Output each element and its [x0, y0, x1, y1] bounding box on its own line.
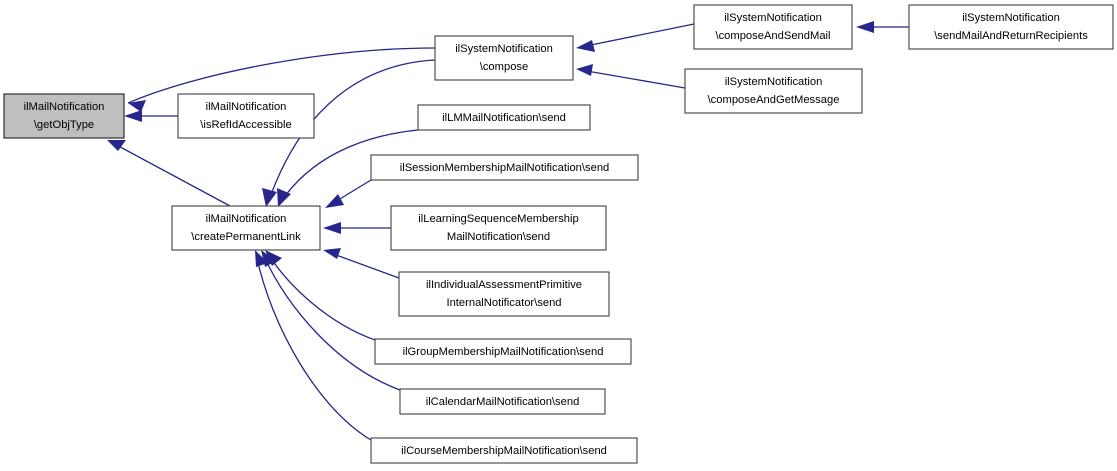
- node-label-line1: ilSystemNotification: [725, 76, 823, 88]
- node-label-line1: ilGroupMembershipMailNotification\send: [403, 346, 604, 358]
- node-box[interactable]: [908, 4, 1114, 50]
- node-box[interactable]: [398, 271, 610, 317]
- node-isRefIdAccessible[interactable]: ilMailNotification \isRefIdAccessible: [177, 93, 315, 139]
- node-sendMailAndReturnRecipients[interactable]: ilSystemNotification \sendMailAndReturnRe…: [908, 4, 1114, 50]
- edge-isRefIdAccessible-to-getObjType: [124, 110, 178, 122]
- node-label-line1: ilMailNotification: [206, 101, 287, 113]
- node-compose[interactable]: ilSystemNotification \compose: [434, 35, 574, 81]
- edge-individualAssessmentSend-to-createPermanentLink: [323, 248, 400, 279]
- edge-line: [127, 47, 436, 104]
- node-box[interactable]: [399, 388, 606, 415]
- node-box[interactable]: [417, 104, 591, 131]
- node-label-line1: ilSystemNotification: [455, 43, 553, 55]
- node-box[interactable]: [370, 437, 638, 464]
- node-label-line1: ilSystemNotification: [724, 12, 822, 24]
- node-box[interactable]: [374, 338, 632, 365]
- node-label-line1: ilSystemNotification: [962, 12, 1060, 24]
- node-box[interactable]: [693, 4, 853, 50]
- node-label-line1: ilIndividualAssessmentPrimitive: [426, 279, 582, 291]
- arrowhead-icon: [576, 64, 593, 76]
- edge-composeAndGetMessage-to-compose: [576, 64, 686, 89]
- node-label-line2: \createPermanentLink: [191, 231, 301, 243]
- arrowhead-icon: [325, 194, 344, 208]
- edge-line: [580, 69, 686, 89]
- edge-line: [110, 141, 231, 207]
- node-box[interactable]: [370, 154, 639, 181]
- node-sessionSend[interactable]: ilSessionMembershipMailNotification\send: [370, 154, 639, 181]
- nodes-layer: ilMailNotification\getObjTypeilMailNotif…: [3, 4, 1114, 464]
- edge-line: [327, 251, 400, 279]
- edge-createPermanentLink-to-getObjType: [107, 140, 231, 207]
- arrowhead-icon: [277, 188, 291, 207]
- edge-line: [279, 129, 419, 204]
- node-box[interactable]: [171, 205, 321, 251]
- edge-composeAndSendMail-to-compose: [576, 23, 695, 52]
- edge-sessionSend-to-createPermanentLink: [325, 179, 372, 208]
- node-courseSend[interactable]: ilCourseMembershipMailNotification\send: [370, 437, 638, 464]
- node-groupSend[interactable]: ilGroupMembershipMailNotification\send: [374, 338, 632, 365]
- node-box[interactable]: [390, 205, 607, 251]
- arrowhead-icon: [107, 140, 126, 151]
- node-label-line2: InternalNotificator\send: [446, 297, 561, 309]
- node-learningSequenceSend[interactable]: ilLearningSequenceMembershipMailNotifica…: [390, 205, 607, 251]
- node-label-line1: ilCourseMembershipMailNotification\send: [401, 445, 607, 457]
- edge-lmSend-to-createPermanentLink: [277, 129, 419, 207]
- edge-line: [267, 253, 376, 341]
- node-label-line2: \composeAndSendMail: [715, 30, 830, 42]
- node-label-line2: \sendMailAndReturnRecipients: [934, 30, 1088, 42]
- node-lmSend[interactable]: ilLMMailNotification\send: [417, 104, 591, 131]
- node-label-line1: ilMailNotification: [206, 213, 287, 225]
- arrowhead-icon: [128, 100, 146, 112]
- edge-groupSend-to-createPermanentLink: [265, 250, 376, 341]
- edge-line: [262, 253, 401, 391]
- edge-line: [580, 23, 695, 48]
- node-createPermanentLink[interactable]: ilMailNotification \createPermanentLink: [171, 205, 321, 251]
- node-individualAssessmentSend[interactable]: ilIndividualAssessmentPrimitiveInternalN…: [398, 271, 610, 317]
- arrowhead-icon: [323, 222, 341, 234]
- node-label-line2: \compose: [480, 61, 529, 73]
- node-composeAndSendMail[interactable]: ilSystemNotification \composeAndSendMail: [693, 4, 853, 50]
- arrowhead-icon: [576, 40, 595, 52]
- arrowhead-icon: [856, 21, 874, 33]
- node-label-line2: \getObjType: [34, 119, 94, 131]
- node-label-line1: ilMailNotification: [24, 101, 105, 113]
- node-composeAndGetMessage[interactable]: ilSystemNotification \composeAndGetMessag…: [684, 68, 863, 114]
- edge-learningSequenceSend-to-createPermanentLink: [323, 222, 391, 234]
- edge-courseSend-to-createPermanentLink: [255, 250, 372, 441]
- node-label-line1: ilLearningSequenceMembership: [418, 213, 578, 225]
- arrowhead-icon: [255, 250, 268, 267]
- arrowhead-icon: [124, 110, 142, 122]
- edge-line: [255, 253, 372, 441]
- edge-compose-to-getObjType: [127, 47, 436, 112]
- node-label-line2: \isRefIdAccessible: [200, 119, 291, 131]
- node-label-line1: ilSessionMembershipMailNotification\send: [400, 162, 610, 174]
- edge-sendMailAndReturnRecipients-to-composeAndSendMail: [856, 21, 909, 33]
- node-box[interactable]: [684, 68, 863, 114]
- node-box[interactable]: [434, 35, 574, 81]
- edges-layer: [107, 21, 909, 441]
- edge-compose-to-createPermanentLink: [262, 59, 436, 207]
- node-box[interactable]: [177, 93, 315, 139]
- arrowhead-icon: [262, 188, 277, 207]
- edge-line: [267, 59, 436, 204]
- arrowhead-icon: [265, 250, 282, 266]
- node-label-line1: ilLMMailNotification\send: [442, 112, 566, 124]
- node-label-line1: ilCalendarMailNotification\send: [426, 396, 580, 408]
- node-calendarSend[interactable]: ilCalendarMailNotification\send: [399, 388, 606, 415]
- node-box[interactable]: [3, 93, 125, 139]
- node-getObjType[interactable]: ilMailNotification \getObjType: [3, 93, 125, 139]
- node-label-line2: \composeAndGetMessage: [708, 94, 840, 106]
- node-label-line2: MailNotification\send: [447, 231, 550, 243]
- arrowhead-icon: [323, 248, 341, 259]
